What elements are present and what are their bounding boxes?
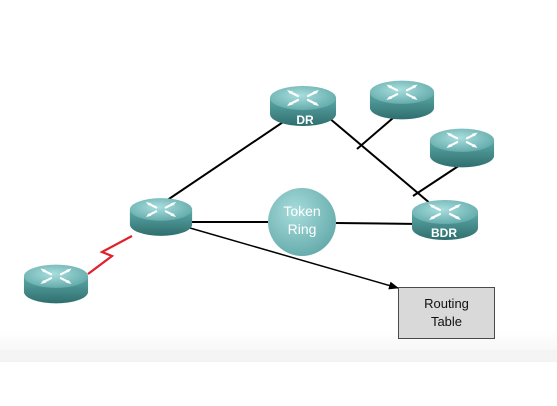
token-ring-line1: Token bbox=[283, 203, 320, 219]
dr-label: DR bbox=[296, 113, 314, 127]
bdr-label: BDR bbox=[431, 226, 457, 240]
routing-table-box: Routing Table bbox=[398, 287, 495, 339]
router-right bbox=[428, 127, 496, 169]
router-left bbox=[22, 263, 90, 305]
routing-table-line2: Table bbox=[430, 314, 463, 329]
router-top-right bbox=[368, 79, 436, 121]
token-ring-line2: Ring bbox=[288, 221, 317, 237]
link-right-router bbox=[412, 162, 464, 197]
diagram-bottom-fade bbox=[0, 350, 557, 364]
routing-table-line1: Routing bbox=[424, 296, 469, 311]
routing-table-arrow bbox=[189, 227, 399, 290]
link-dr-to-bdr bbox=[321, 111, 439, 211]
link-token-ring-to-bdr bbox=[335, 222, 421, 225]
serial-link bbox=[87, 235, 133, 275]
link-center-to-dr bbox=[159, 111, 299, 206]
token-ring bbox=[268, 188, 336, 256]
router-center bbox=[128, 197, 194, 237]
